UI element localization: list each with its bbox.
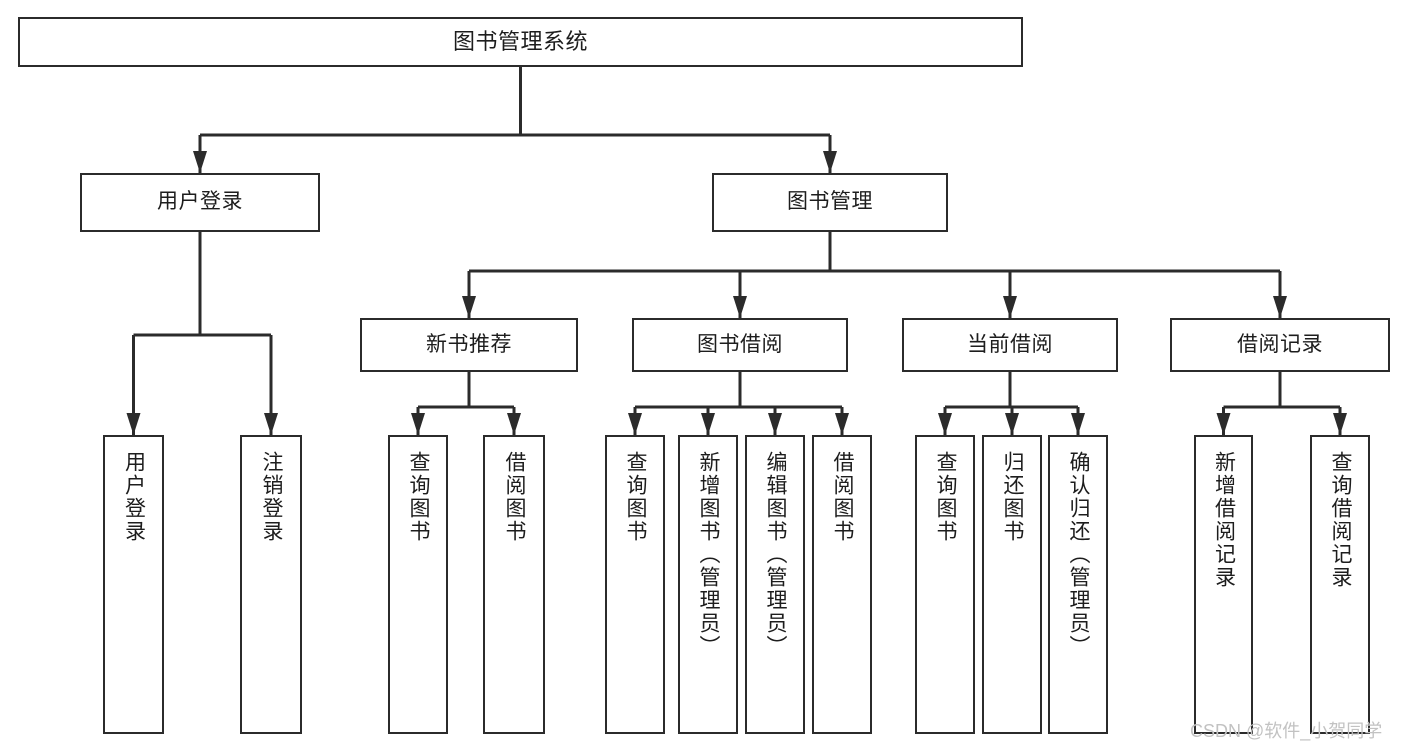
node-label: 查询图书 [407,451,431,543]
node-leaf-user-login[interactable]: 用户登录 [103,435,164,734]
node-leaf-borrow-book-2[interactable]: 借阅图书 [812,435,872,734]
node-label: 查询图书 [934,451,958,543]
node-label: 查询借阅记录 [1329,451,1353,589]
node-label: 查询图书 [624,451,648,543]
node-label: 借阅图书 [831,451,855,543]
node-leaf-query-book-1[interactable]: 查询图书 [388,435,448,734]
node-leaf-query-book-3[interactable]: 查询图书 [915,435,975,734]
node-user-login[interactable]: 用户登录 [80,173,320,232]
node-label: 注销登录 [260,451,284,543]
node-label: 借阅记录 [1237,332,1323,356]
node-leaf-user-logout[interactable]: 注销登录 [240,435,302,734]
node-current-borrowing[interactable]: 当前借阅 [902,318,1118,372]
node-label: 新增图书（管理员） [697,451,721,658]
node-root-book-management-system[interactable]: 图书管理系统 [18,17,1023,67]
node-new-book-recommendation[interactable]: 新书推荐 [360,318,578,372]
node-label: 图书管理 [787,190,873,214]
node-leaf-borrow-book-1[interactable]: 借阅图书 [483,435,545,734]
node-book-management[interactable]: 图书管理 [712,173,948,232]
node-label: 确认归还（管理员） [1067,451,1091,658]
node-label: 图书管理系统 [452,29,588,55]
node-borrowing-record[interactable]: 借阅记录 [1170,318,1390,372]
csdn-watermark: CSDN @软件_小贺同学 [1190,721,1383,741]
node-leaf-query-record[interactable]: 查询借阅记录 [1310,435,1370,734]
node-label: 新书推荐 [426,332,512,356]
node-label: 当前借阅 [967,332,1053,356]
node-book-borrowing[interactable]: 图书借阅 [632,318,848,372]
node-label: 图书借阅 [697,332,783,356]
node-label: 编辑图书（管理员） [764,451,788,658]
node-leaf-add-book[interactable]: 新增图书（管理员） [678,435,738,734]
node-label: 借阅图书 [503,451,527,543]
node-label: 新增借阅记录 [1212,451,1236,589]
node-label: 归还图书 [1001,451,1025,543]
node-leaf-edit-book[interactable]: 编辑图书（管理员） [745,435,805,734]
node-leaf-query-book-2[interactable]: 查询图书 [605,435,665,734]
node-leaf-confirm-return[interactable]: 确认归还（管理员） [1048,435,1108,734]
node-label: 用户登录 [122,451,146,543]
node-leaf-add-record[interactable]: 新增借阅记录 [1194,435,1253,734]
node-label: 用户登录 [157,190,243,214]
node-leaf-return-book[interactable]: 归还图书 [982,435,1042,734]
